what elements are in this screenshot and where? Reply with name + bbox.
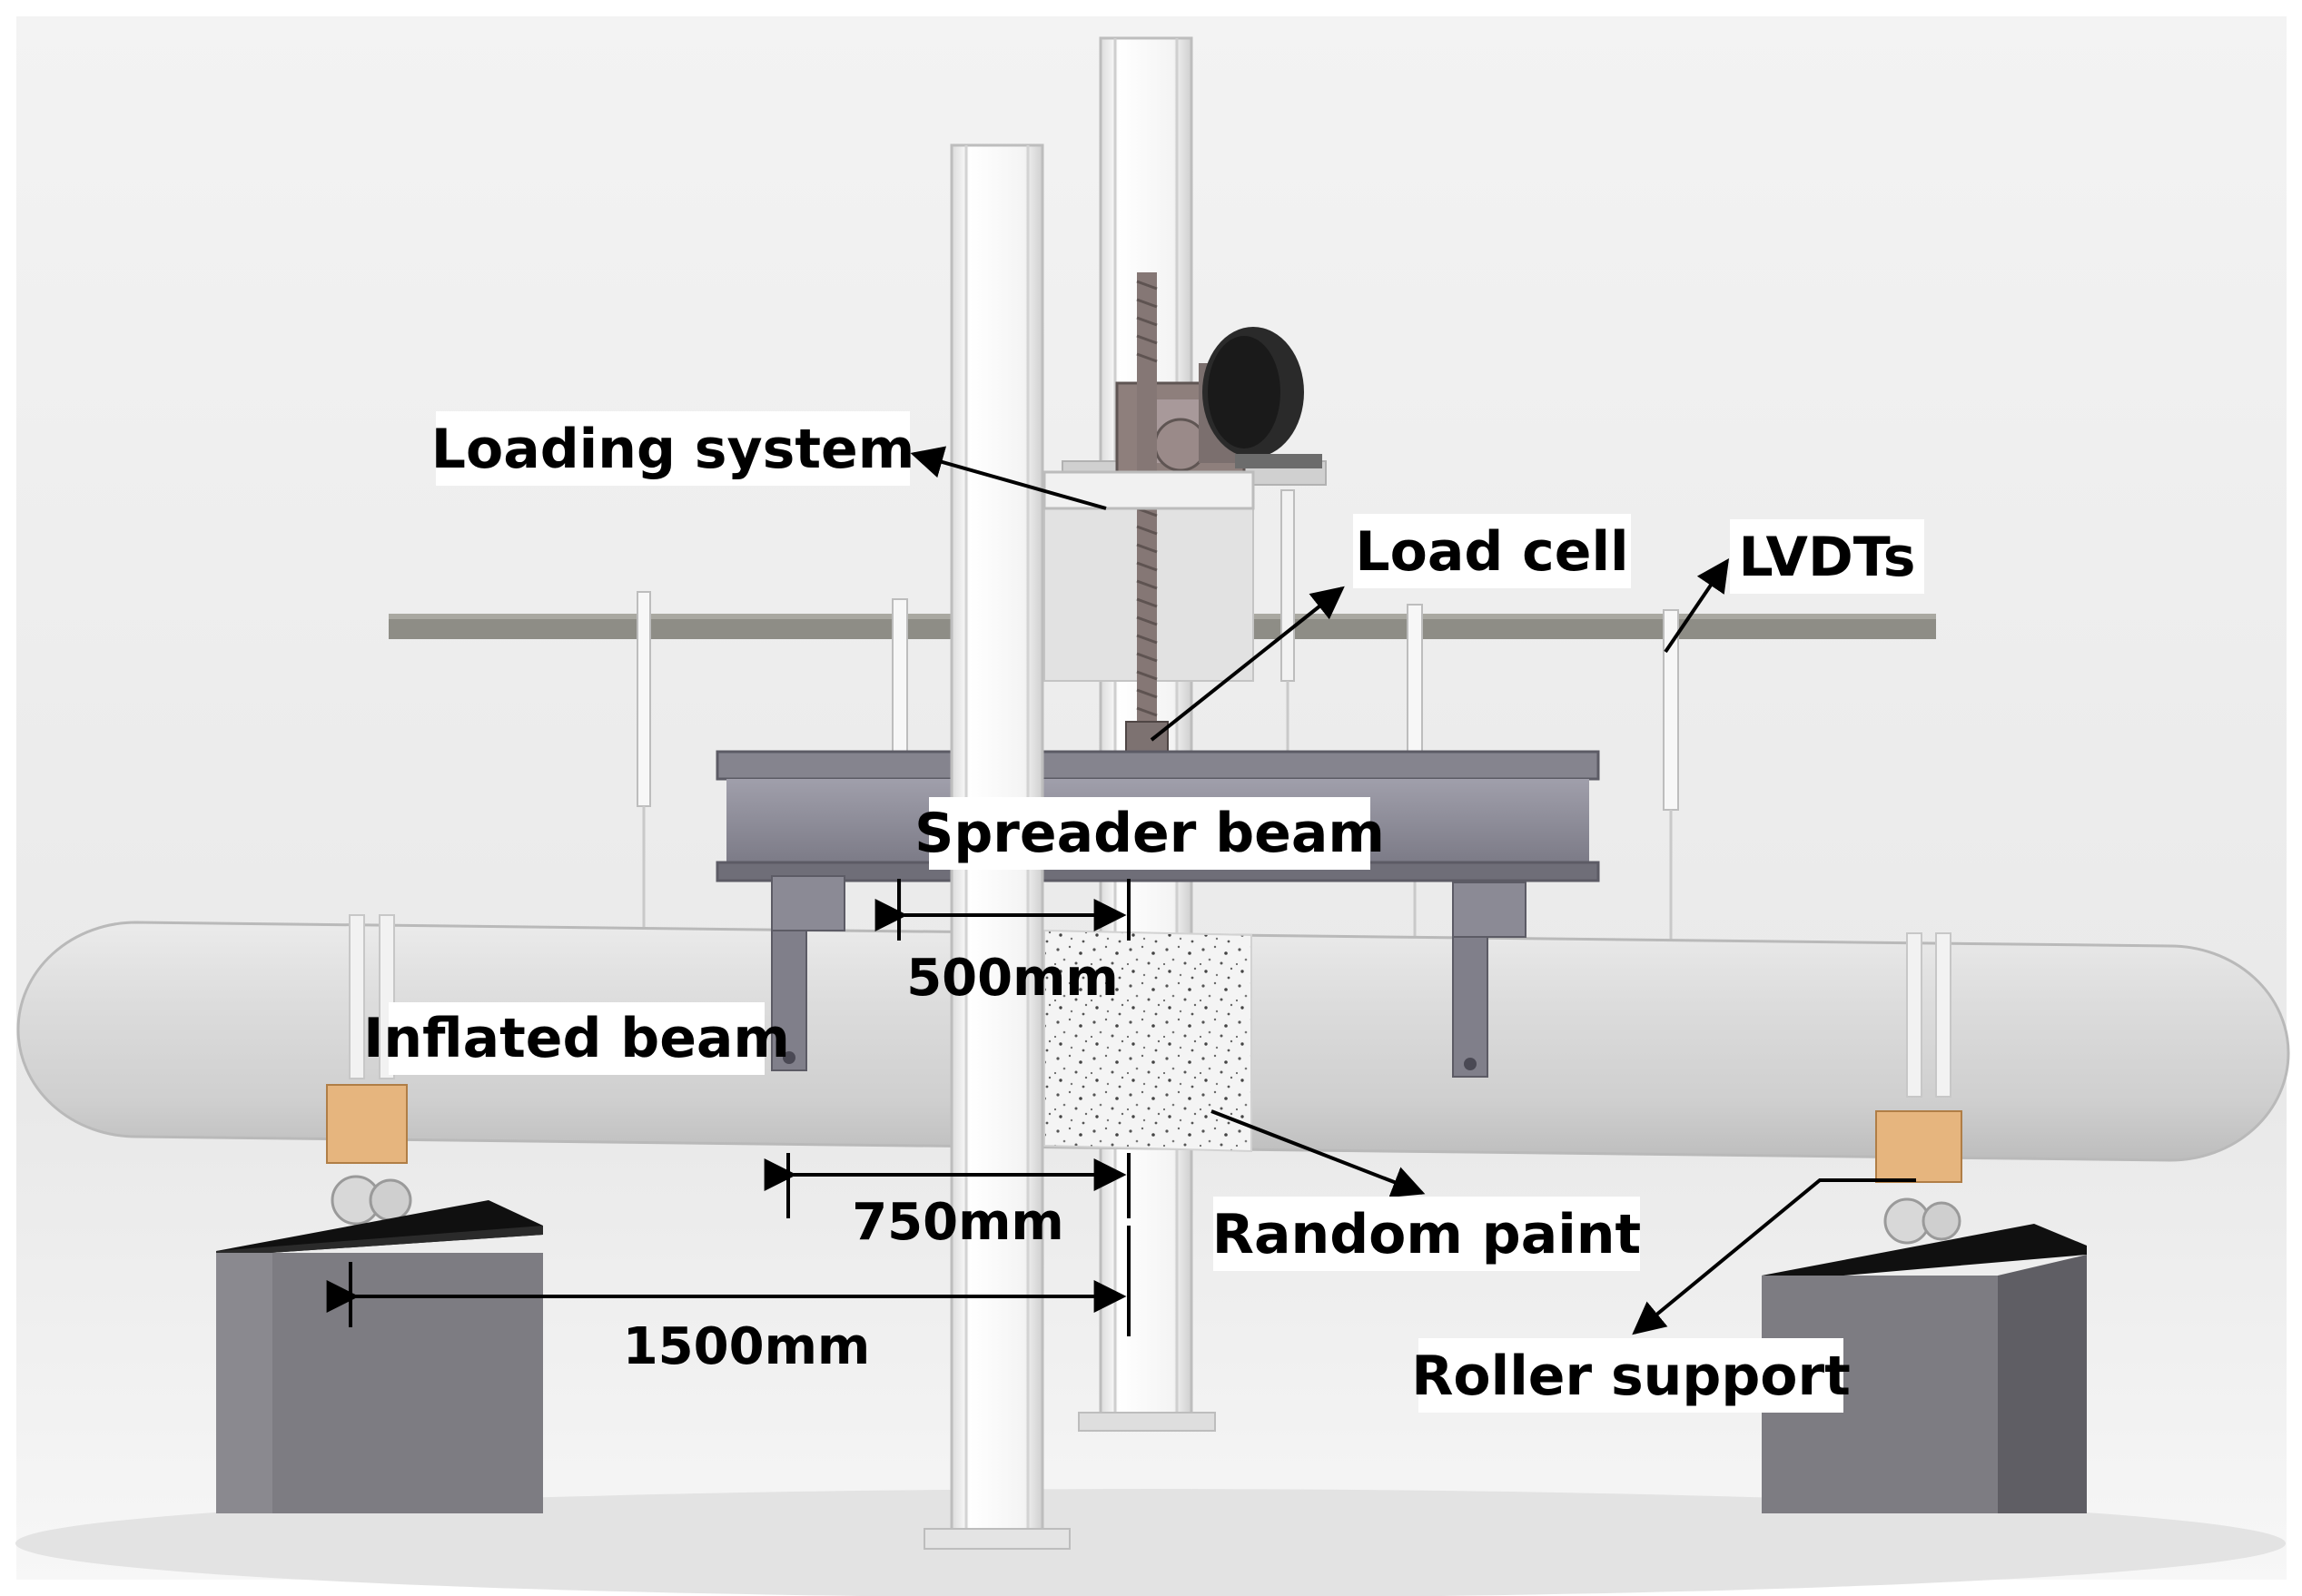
dimension-1500 (326, 1226, 1131, 1336)
motor-bracket (1042, 470, 1255, 510)
right-support (1762, 932, 2087, 1513)
dimension-750 (764, 1153, 1131, 1218)
loading-system-label-box (436, 411, 910, 486)
random-paint-label-box (1213, 1197, 1640, 1271)
dimension-1500-text: 1500mm (623, 1317, 871, 1376)
lvdt-sensor-1 (637, 591, 651, 937)
load-cell-body (1125, 721, 1169, 755)
roller-support-label: Roller support (1411, 1345, 1851, 1408)
dimension-500 (874, 879, 1131, 941)
dimension-500-text: 500mm (906, 949, 1119, 1008)
random-paint-label: Random paint (1212, 1203, 1641, 1266)
lvdts-leader (1664, 558, 1730, 654)
left-support-block (326, 1084, 408, 1164)
random-paint-leader (1210, 1109, 1426, 1198)
spreader-beam-label-box (929, 797, 1370, 870)
loading-system-label: Loading system (431, 418, 914, 481)
inflated-beam-label-box (389, 1002, 765, 1075)
left-saddle (771, 875, 845, 1071)
loading-system-leader (910, 446, 1107, 510)
right-support-block (1875, 1110, 1962, 1183)
lvdt-sensor-5 (1663, 609, 1679, 946)
roller-support-label-box (1418, 1338, 1843, 1413)
dimension-750-text: 750mm (852, 1193, 1064, 1252)
inflated-beam-label: Inflated beam (363, 1007, 790, 1070)
inflated-beam (16, 921, 2290, 1162)
load-cell-label-box (1353, 514, 1631, 588)
roller-support-leader (1632, 1178, 1916, 1335)
right-pedestal-top (1762, 1224, 2087, 1278)
spreader-beam-label: Spreader beam (914, 802, 1385, 865)
right-saddle (1452, 882, 1526, 1078)
floor-shadow (15, 1489, 2286, 1596)
lvdts-label: LVDTs (1739, 526, 1916, 589)
lvdts-label-box (1730, 519, 1924, 594)
load-cell-leader (1150, 586, 1345, 742)
load-cell-label: Load cell (1355, 520, 1628, 584)
random-paint-band (1043, 929, 1252, 1153)
